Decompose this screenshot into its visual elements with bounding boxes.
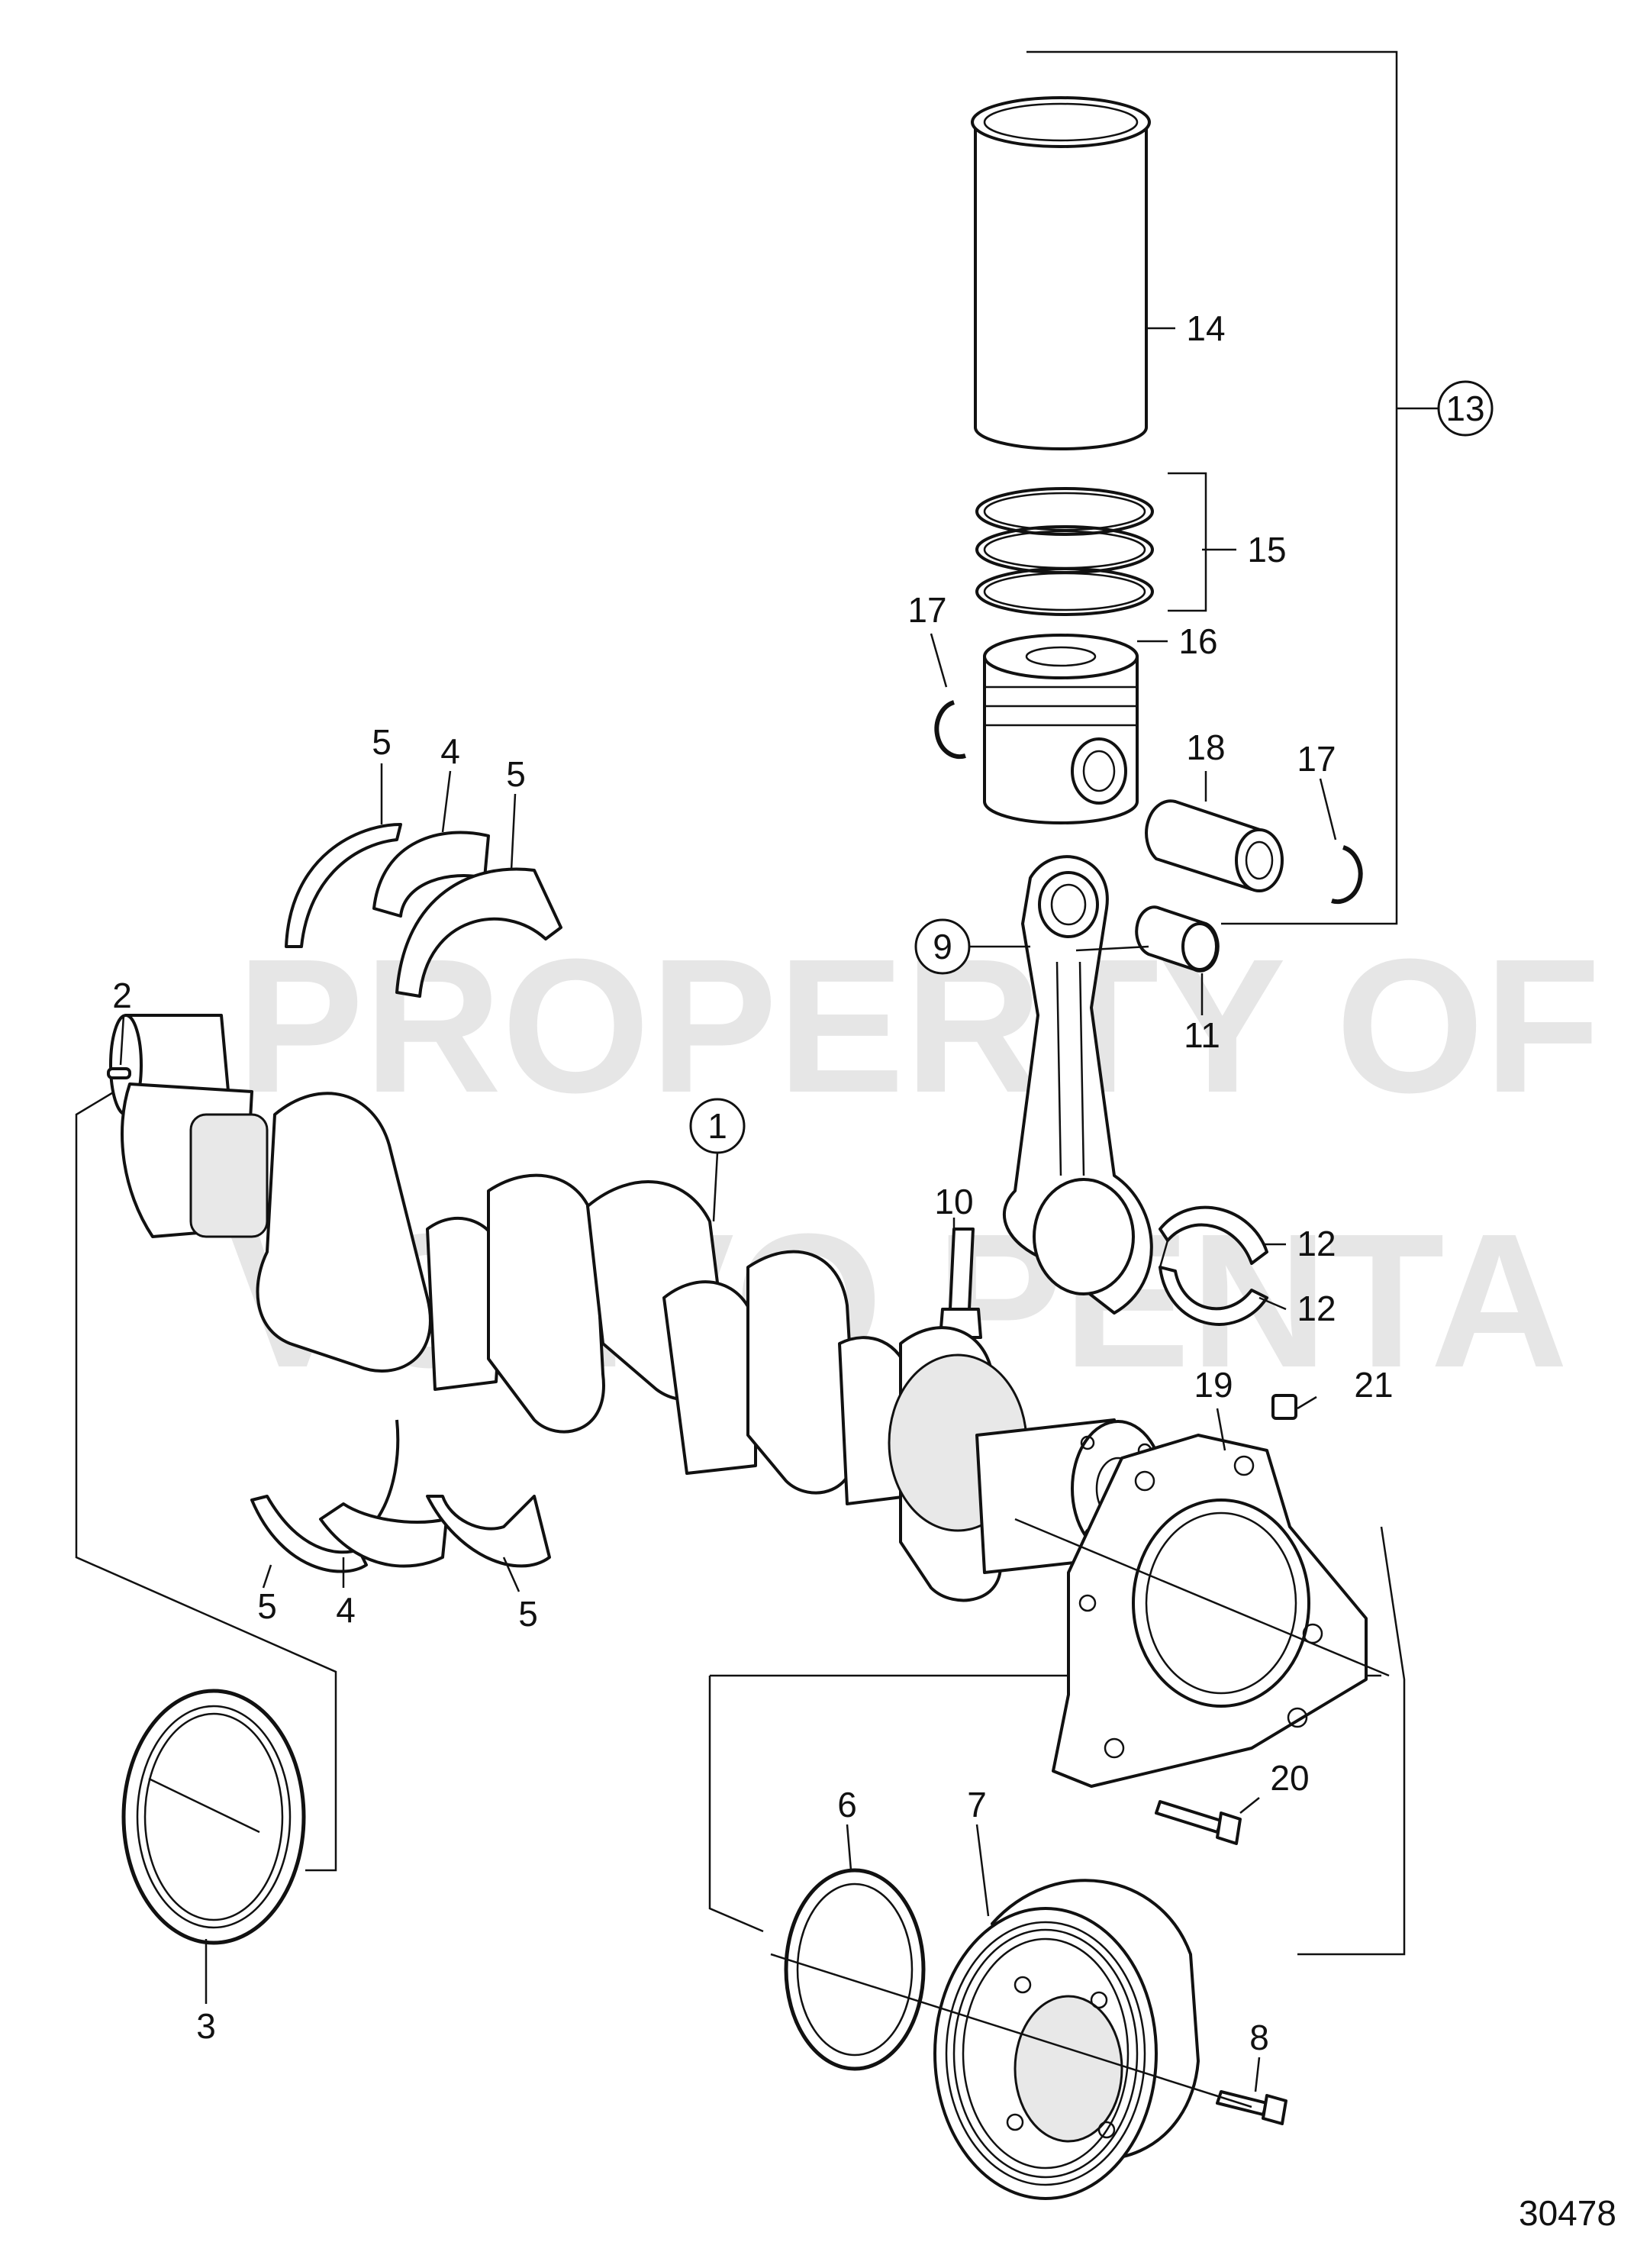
callout-4-upper: 4 [440,731,460,771]
main-bearing-shells-lower [250,1419,551,1573]
vibration-damper [933,1879,1200,2200]
plug [1271,1394,1297,1420]
callout-5-lower-right: 5 [518,1594,538,1634]
callout-3: 3 [196,2006,216,2046]
callout-5-lower-left: 5 [257,1586,277,1626]
callout-19: 19 [1194,1365,1233,1405]
callout-21: 21 [1354,1365,1393,1405]
connecting-rod [1002,855,1153,1315]
callout-14: 14 [1186,308,1225,348]
rear-crank-seal [121,1689,306,1945]
piston-rings [975,487,1154,616]
callout-circles [689,380,1494,1154]
callout-20: 20 [1270,1758,1309,1798]
callout-1: 1 [707,1106,727,1146]
cylinder-liner [971,96,1151,450]
leader-lines [119,327,1390,2108]
crankshaft [109,1014,1165,1602]
rings-15-bracket [1168,472,1207,612]
callout-12-lower: 12 [1297,1289,1336,1328]
callout-16: 16 [1178,621,1217,661]
callout-11: 11 [1184,1015,1220,1055]
callout-9: 9 [933,927,952,966]
callout-17-left: 17 [907,590,946,630]
seal-group-bracket [75,1090,337,1872]
callout-4-lower: 4 [336,1590,356,1630]
piston-pin [1145,799,1284,892]
callout-8: 8 [1249,2018,1269,2057]
main-bearing-shells-upper [285,823,562,998]
callout-12-upper: 12 [1297,1224,1336,1263]
callout-labels: 1 2 3 4 4 5 5 5 5 6 7 8 9 10 11 12 12 13… [112,308,1484,2057]
callout-7: 7 [967,1785,987,1824]
assembly-13-bracket [1026,50,1398,925]
callout-2: 2 [112,976,132,1015]
callout-17-right: 17 [1297,739,1336,779]
callout-6: 6 [837,1785,857,1824]
callout-5-upper-left: 5 [372,722,392,762]
snap-rings [934,700,1363,905]
callout-5-upper-right: 5 [506,754,526,794]
callout-18: 18 [1186,728,1225,767]
callout-15: 15 [1247,530,1286,569]
front-group-bracket-right [1297,1526,1406,1956]
cover-bolt [1155,1800,1242,1845]
dowel-pin [107,1067,131,1079]
small-end-bushing [1135,905,1220,973]
front-group-bracket-left [708,1676,764,1933]
callout-10: 10 [934,1182,973,1221]
callout-13: 13 [1445,389,1484,428]
damper-bolt [1216,2090,1287,2125]
big-end-bearing-shells [1159,1205,1268,1326]
piston [983,634,1139,824]
front-seal [784,1868,926,2071]
drawing-number: 30478 [1519,2193,1616,2233]
